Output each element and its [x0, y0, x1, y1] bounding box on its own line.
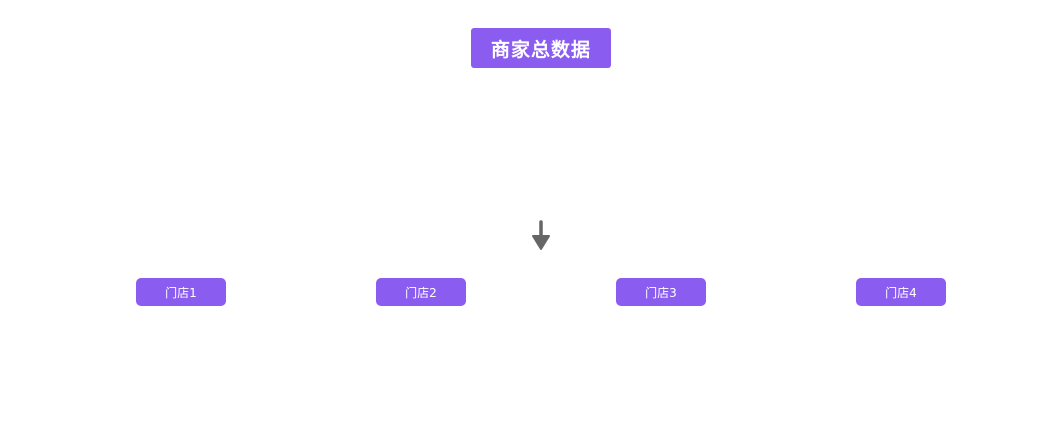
root-node-merchant-total: 商家总数据: [471, 28, 611, 68]
arrow-down-icon: [532, 220, 550, 250]
store-node-4: 门店4: [856, 278, 946, 306]
store-node-2: 门店2: [376, 278, 466, 306]
store-node-1: 门店1: [136, 278, 226, 306]
store-node-3: 门店3: [616, 278, 706, 306]
